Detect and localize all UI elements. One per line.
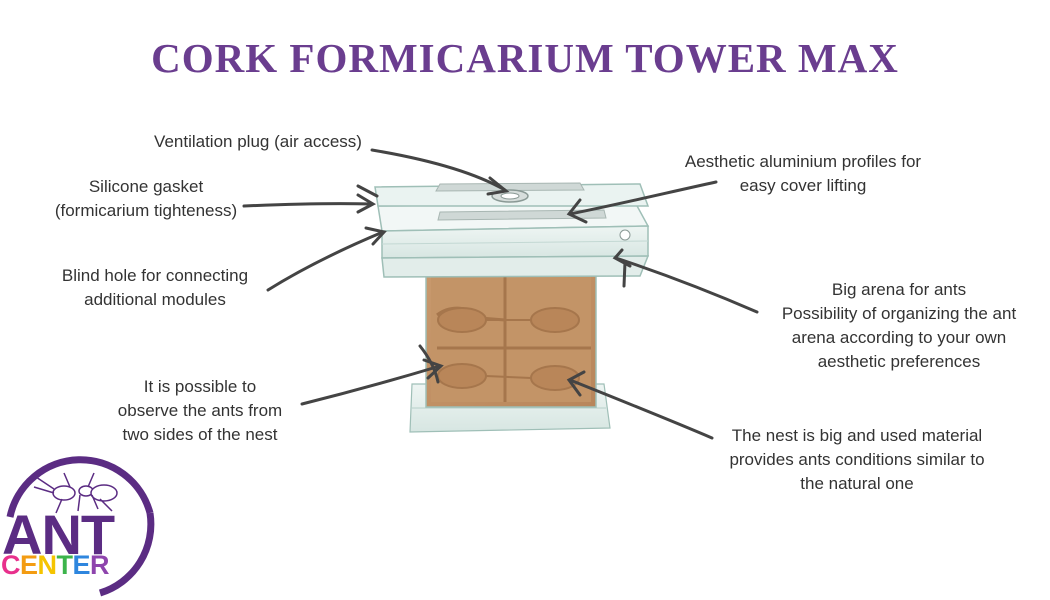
arrowhead-ventilation [486, 176, 510, 196]
label-observe-line-2: observe the ants from [117, 401, 283, 420]
label-gasket-line-1: Silicone gasket [88, 177, 204, 196]
label-aluminium-profiles: Aesthetic aluminium profiles for easy co… [668, 150, 938, 198]
arrow-nest [568, 378, 714, 440]
glass-cover [374, 182, 650, 241]
ant-center-logo: ANT CENTER [0, 447, 160, 600]
logo-text-center: CENTER [0, 551, 161, 579]
label-nest-line-1: The nest is big and used material [731, 426, 983, 445]
logo-letter: C [1, 550, 21, 580]
logo-letter: N [37, 550, 58, 580]
label-silicone-gasket: Silicone gasket (formicarium tighteness) [40, 175, 252, 223]
label-big-nest: The nest is big and used material provid… [712, 424, 1002, 496]
arrowhead-profiles [566, 198, 588, 224]
label-profiles-line-2: easy cover lifting [739, 176, 867, 195]
label-observe-line-1: It is possible to [143, 377, 257, 396]
arrow-observe [300, 364, 442, 406]
arrow-arena-tick [622, 260, 627, 288]
annotation-arrows [242, 148, 759, 440]
logo-ring [6, 456, 155, 597]
logo-letter: E [72, 550, 91, 580]
label-arena-line-4: aesthetic preferences [817, 352, 981, 371]
label-arena-line-3: arena according to your own [791, 328, 1007, 347]
label-blind-hole-line-1: Blind hole for connecting [61, 266, 249, 285]
logo-letter: T [56, 550, 74, 580]
logo-letter: R [90, 550, 110, 580]
logo-text-ant: ANT [2, 503, 115, 566]
label-ventilation-plug: Ventilation plug (air access) [135, 130, 381, 154]
label-nest-line-3: the natural one [800, 474, 914, 493]
label-arena-line-1: Big arena for ants [831, 280, 967, 299]
arrow-observe-2 [418, 344, 440, 384]
label-ventilation-line-1: Ventilation plug (air access) [154, 132, 362, 151]
arrowhead-gasket [356, 193, 377, 214]
arrowhead-nest [566, 370, 586, 397]
arrow-gasket-tick [356, 184, 379, 198]
label-blind-hole-line-2: additional modules [84, 290, 226, 309]
arrow-blind-hole [266, 230, 385, 292]
label-big-arena: Big arena for ants Possibility of organi… [766, 278, 1032, 374]
label-nest-line-2: provides ants conditions similar to [729, 450, 985, 469]
arrow-ventilation [370, 148, 507, 192]
arrow-gasket [242, 202, 374, 208]
arrow-arena [614, 256, 759, 314]
ant-icon [33, 472, 118, 514]
arrow-profiles [568, 180, 718, 216]
label-gasket-line-2: (formicarium tighteness) [54, 201, 238, 220]
label-blind-hole: Blind hole for connecting additional mod… [48, 264, 262, 312]
logo-letter: E [20, 550, 38, 580]
arrowhead-blind-hole [364, 226, 387, 246]
label-profiles-line-1: Aesthetic aluminium profiles for [684, 152, 922, 171]
label-arena-line-2: Possibility of organizing the ant [781, 304, 1017, 323]
page-title: CORK FORMICARIUM TOWER MAX [151, 35, 899, 81]
label-observe-line-3: two sides of the nest [122, 425, 278, 444]
label-observe-two-sides: It is possible to observe the ants from … [96, 375, 304, 447]
